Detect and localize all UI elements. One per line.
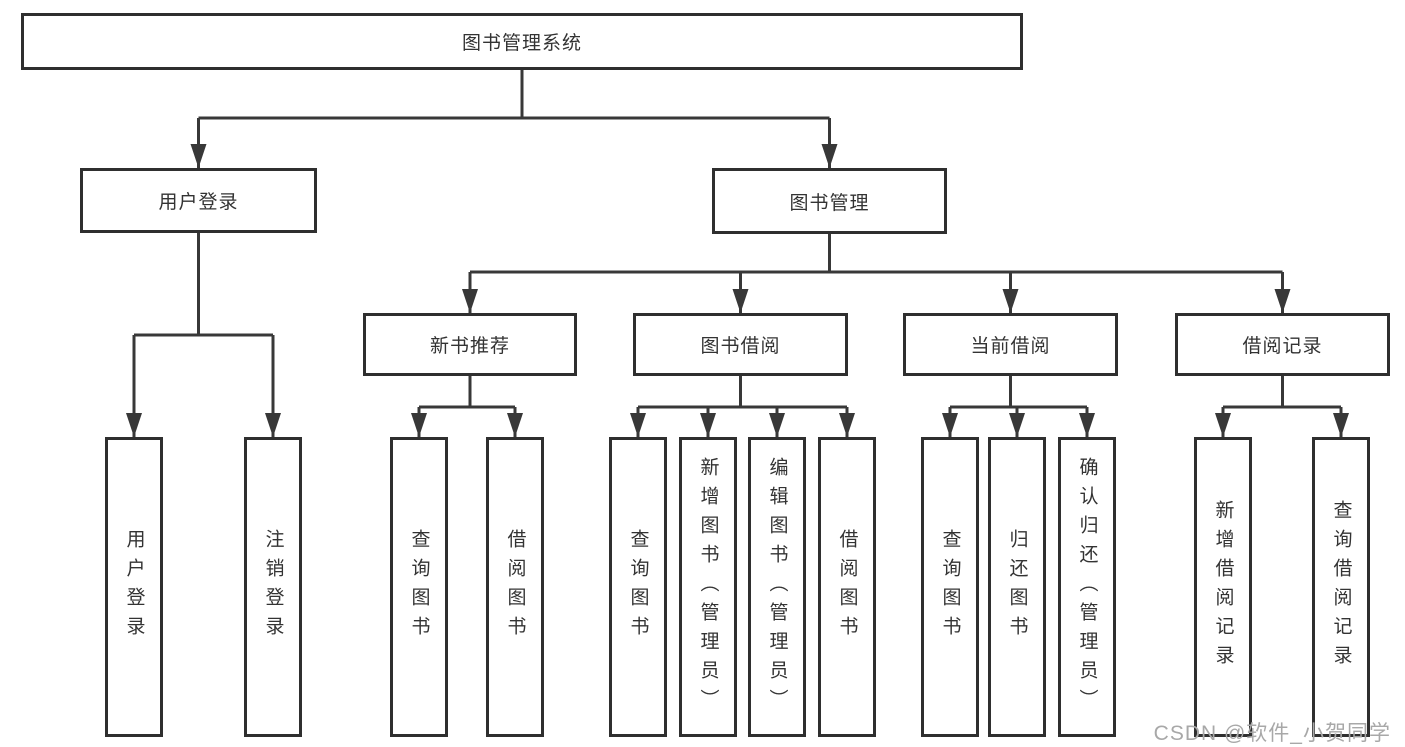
- arrowhead-icon: [1079, 413, 1095, 437]
- arrowhead-icon: [190, 144, 207, 168]
- leaf-borrow-borrow-books: 借阅图书: [818, 437, 876, 737]
- leaf-records-add-record: 新增借阅记录: [1194, 437, 1252, 737]
- leaf-current-confirm-return-admin: 确认归还（管理员）: [1058, 437, 1116, 737]
- node-user-login-label: 用户登录: [158, 192, 239, 213]
- leaf-current-return-books: 归还图书: [988, 437, 1046, 737]
- leaf-logout-label: 注销登录: [262, 529, 284, 645]
- connector-book-borrow: [636, 376, 849, 437]
- node-borrow-records: 借阅记录: [1175, 313, 1390, 376]
- arrowhead-icon: [821, 144, 838, 168]
- arrowhead-icon: [942, 413, 958, 437]
- node-new-book-recommend: 新书推荐: [363, 313, 577, 376]
- leaf-borrow-edit-books-admin: 编辑图书（管理员）: [748, 437, 806, 737]
- node-user-login: 用户登录: [80, 168, 317, 233]
- node-current-borrow-label: 当前借阅: [970, 336, 1051, 357]
- node-book-management: 图书管理: [712, 168, 947, 234]
- leaf-records-query-record: 查询借阅记录: [1312, 437, 1370, 737]
- arrowhead-icon: [700, 413, 716, 437]
- leaf-current-query-books: 查询图书: [921, 437, 979, 737]
- node-new-book-recommend-label: 新书推荐: [429, 336, 510, 357]
- arrowhead-icon: [1274, 289, 1291, 313]
- leaf-newbook-query-books-label: 查询图书: [408, 529, 430, 645]
- arrowhead-icon: [839, 413, 855, 437]
- node-book-borrow: 图书借阅: [633, 313, 848, 376]
- leaf-records-query-record-label: 查询借阅记录: [1330, 500, 1352, 674]
- arrowhead-icon: [1333, 413, 1349, 437]
- leaf-newbook-query-books: 查询图书: [390, 437, 448, 737]
- leaf-user-login: 用户登录: [105, 437, 163, 737]
- node-book-management-label: 图书管理: [789, 192, 870, 214]
- leaf-user-login-label: 用户登录: [123, 529, 145, 645]
- leaf-borrow-add-books-admin-label: 新增图书（管理员）: [697, 456, 719, 718]
- node-borrow-records-label: 借阅记录: [1242, 336, 1323, 357]
- arrowhead-icon: [265, 413, 281, 437]
- arrowheads: [126, 144, 1349, 437]
- watermark: CSDN @软件_小贺同学: [1153, 722, 1391, 745]
- leaf-current-query-books-label: 查询图书: [939, 529, 961, 645]
- arrowhead-icon: [1215, 413, 1231, 437]
- arrowhead-icon: [1009, 413, 1025, 437]
- arrowhead-icon: [769, 413, 785, 437]
- arrowhead-icon: [507, 413, 523, 437]
- leaf-borrow-edit-books-admin-label: 编辑图书（管理员）: [766, 456, 788, 718]
- leaf-borrow-add-books-admin: 新增图书（管理员）: [679, 437, 737, 737]
- leaf-logout: 注销登录: [244, 437, 302, 737]
- arrowhead-icon: [630, 413, 646, 437]
- arrowhead-icon: [126, 413, 142, 437]
- connector-root: [197, 70, 831, 168]
- node-current-borrow: 当前借阅: [903, 313, 1118, 376]
- leaf-newbook-borrow-books: 借阅图书: [486, 437, 544, 737]
- connector-borrow-records: [1221, 376, 1343, 437]
- node-book-borrow-label: 图书借阅: [700, 336, 781, 357]
- leaf-borrow-query-books-label: 查询图书: [627, 529, 649, 645]
- arrowhead-icon: [732, 289, 749, 313]
- leaf-records-add-record-label: 新增借阅记录: [1212, 500, 1234, 674]
- node-root-label: 图书管理系统: [461, 33, 582, 54]
- leaf-borrow-query-books: 查询图书: [609, 437, 667, 737]
- arrowhead-icon: [411, 413, 427, 437]
- connector-book-management: [468, 234, 1284, 313]
- node-root: 图书管理系统: [21, 13, 1023, 70]
- leaf-borrow-borrow-books-label: 借阅图书: [836, 529, 858, 645]
- connector-new-book: [417, 376, 517, 437]
- arrowhead-icon: [462, 289, 478, 313]
- leaf-newbook-borrow-books-label: 借阅图书: [504, 529, 526, 645]
- connector-user-login: [132, 233, 275, 437]
- leaf-current-confirm-return-admin-label: 确认归还（管理员）: [1076, 456, 1098, 718]
- leaf-current-return-books-label: 归还图书: [1006, 529, 1028, 645]
- arrowhead-icon: [1002, 289, 1019, 313]
